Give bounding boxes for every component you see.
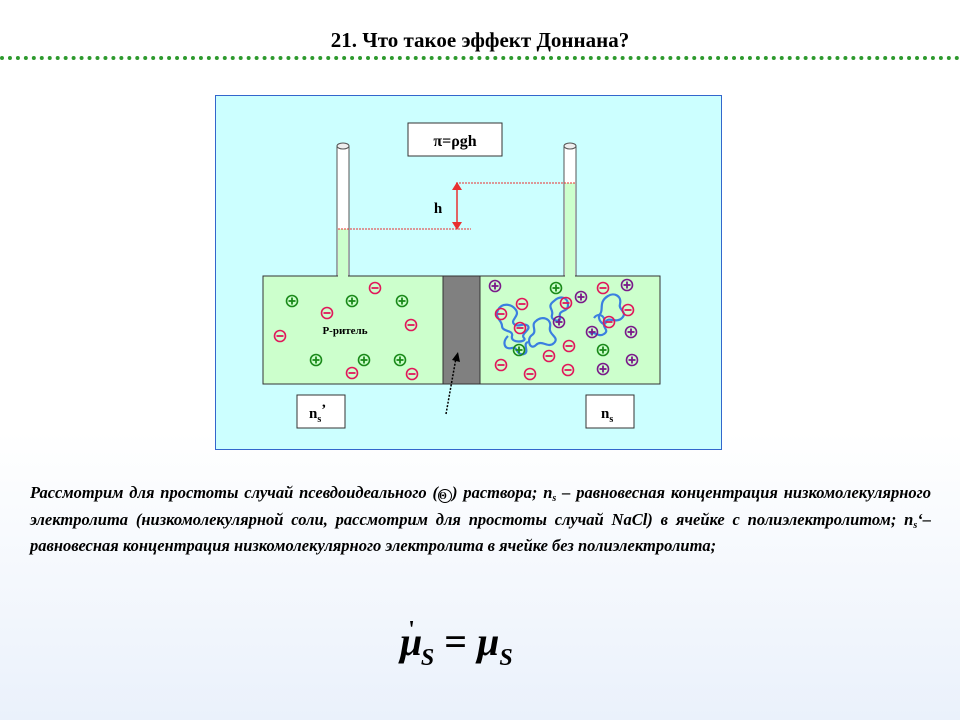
cation-icon: [512, 343, 526, 357]
cation-icon: [345, 294, 359, 308]
right-concentration-box: [585, 394, 635, 429]
cation-icon: [625, 353, 639, 367]
height-label: h: [434, 201, 443, 217]
para-part-2: ) раствора; n: [452, 483, 553, 502]
cation-icon: [552, 315, 566, 329]
theta-symbol: Θ: [438, 489, 453, 503]
title-divider: [0, 56, 960, 60]
membrane: [442, 275, 481, 385]
anion-icon: [596, 281, 610, 295]
para-sub-2: s: [913, 519, 918, 531]
cation-icon: [574, 290, 588, 304]
cation-icon: [309, 353, 323, 367]
donnan-cell-diagram: h π=ρgh Р-ритель ns’: [215, 95, 722, 450]
anion-icon: [404, 318, 418, 332]
cation-icon: [549, 281, 563, 295]
anion-icon: [368, 281, 382, 295]
anion-icon: [621, 303, 635, 317]
para-part-1: Рассмотрим для простоты случай псевдоиде…: [30, 483, 439, 502]
slide-title: 21. Что такое эффект Доннана?: [330, 28, 630, 52]
anion-icon: [345, 366, 359, 380]
cation-icon: [585, 325, 599, 339]
anion-icon: [562, 339, 576, 353]
cation-icon: [393, 353, 407, 367]
anion-icon: [602, 315, 616, 329]
left-tube: [336, 142, 350, 282]
cation-icon: [357, 353, 371, 367]
anion-icon: [515, 297, 529, 311]
cation-icon: [488, 279, 502, 293]
anion-icon: [273, 329, 287, 343]
mu-left-sub: S: [420, 645, 435, 671]
cation-icon: [596, 362, 610, 376]
anion-icon: [320, 306, 334, 320]
anion-icon: [542, 349, 556, 363]
anion-icon: [494, 358, 508, 372]
right-cell: [479, 275, 661, 385]
anion-icon: [561, 363, 575, 377]
anion-icon: [494, 307, 508, 321]
mu-left: μ: [400, 619, 423, 664]
membrane-pointer-arrow: [445, 352, 460, 415]
right-tube: [563, 142, 577, 282]
cation-icon: [624, 325, 638, 339]
formula-box-text: π=ρgh: [433, 133, 476, 150]
right-cell-ions: [488, 278, 639, 381]
chemical-potential-equation: μ'S=μS: [400, 617, 513, 671]
right-concentration-label: ns: [601, 406, 613, 425]
cation-icon: [596, 343, 610, 357]
diagram-svg: h π=ρgh Р-ритель ns’: [262, 122, 661, 429]
anion-icon: [523, 367, 537, 381]
para-sub-1: s: [552, 493, 557, 504]
height-arrow: [452, 182, 462, 230]
cation-icon: [285, 294, 299, 308]
para-part-4: ‘– равновесная концентрация низкомолекул…: [30, 509, 931, 556]
mu-prime: ': [408, 617, 415, 643]
solvent-label: Р-ритель: [322, 325, 367, 337]
formula-box: [407, 122, 503, 157]
mu-right: μ: [477, 619, 500, 664]
cation-icon: [395, 294, 409, 308]
anion-icon: [559, 296, 573, 310]
anion-icon: [405, 367, 419, 381]
left-cell-ions: [273, 281, 419, 381]
cation-icon: [620, 278, 634, 292]
para-part-3: – равновесная концентрация низкомолекуля…: [30, 483, 931, 529]
anion-icon: [513, 321, 527, 335]
left-concentration-box: [296, 394, 346, 429]
left-concentration-label: ns’: [309, 402, 326, 425]
mu-right-sub: S: [499, 645, 513, 671]
explanation-paragraph: Рассмотрим для простоты случай псевдоиде…: [30, 480, 931, 560]
equals-sign: =: [444, 619, 468, 664]
